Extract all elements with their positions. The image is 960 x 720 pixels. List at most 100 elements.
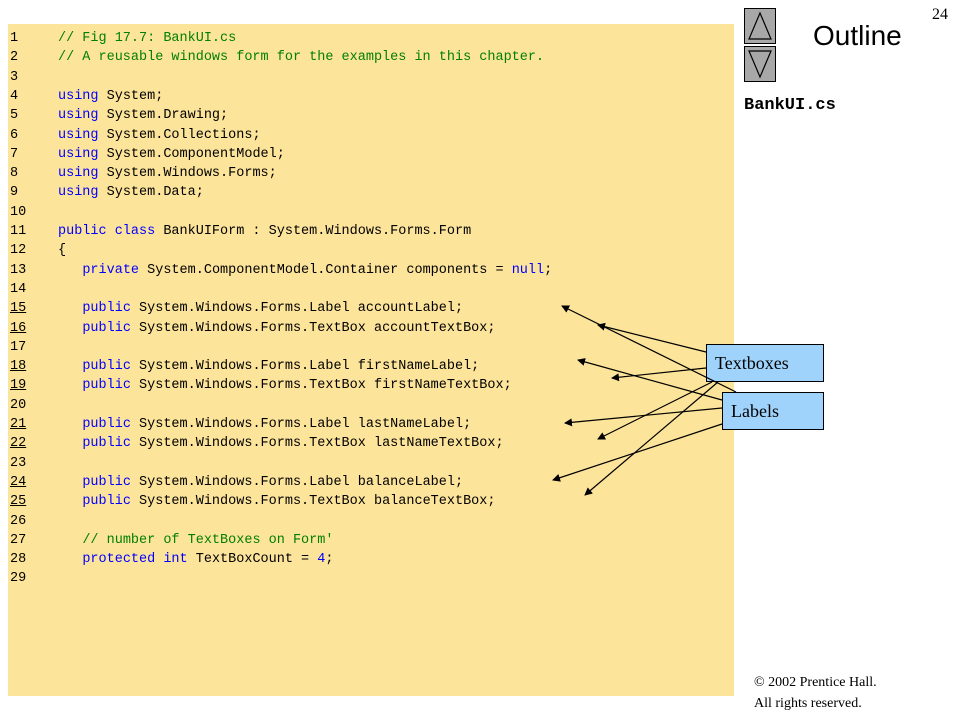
page-number: 24 xyxy=(932,6,948,23)
next-slide-button[interactable] xyxy=(744,46,776,82)
code-text: // number of TextBoxes on Form' xyxy=(58,531,333,550)
code-text: using System.Drawing; xyxy=(58,106,228,125)
line-number: 28 xyxy=(10,552,27,568)
line-number: 26 xyxy=(10,513,27,529)
line-number: 1 xyxy=(10,31,19,46)
code-keyword: using xyxy=(58,108,99,124)
code-keyword: public xyxy=(82,494,131,510)
code-text: // Fig 17.7: BankUI.cs xyxy=(58,29,236,48)
code-token: System.ComponentModel; xyxy=(98,146,285,162)
code-keyword: null xyxy=(511,262,545,278)
line-number: 6 xyxy=(10,127,19,143)
code-text: public System.Windows.Forms.Label firstN… xyxy=(58,357,479,376)
code-keyword: using xyxy=(58,185,99,201)
code-keyword: public xyxy=(82,320,131,336)
line-number: 4 xyxy=(10,88,19,104)
outline-title: Outline xyxy=(813,20,902,51)
triangle-down-icon xyxy=(748,50,772,79)
line-number-link[interactable]: 25 xyxy=(10,494,27,510)
code-text: public System.Windows.Forms.TextBox bala… xyxy=(58,492,495,511)
code-text: public System.Windows.Forms.TextBox acco… xyxy=(58,319,495,338)
code-keyword: using xyxy=(58,146,99,162)
code-token: System.Windows.Forms.Label lastNameLabel… xyxy=(130,417,472,432)
line-number: 3 xyxy=(10,69,19,85)
line-number: 5 xyxy=(10,108,19,124)
code-text: using System.Windows.Forms; xyxy=(58,164,277,183)
line-number-link[interactable]: 15 xyxy=(10,301,27,317)
line-number-link[interactable]: 24 xyxy=(10,474,27,490)
arrow-to-accountTextBox xyxy=(597,322,707,353)
code-text: using System.ComponentModel; xyxy=(58,145,285,164)
code-token: System; xyxy=(98,88,164,104)
code-keyword: public xyxy=(82,417,131,432)
code-keyword: 4 xyxy=(317,552,326,568)
line-number-link[interactable]: 22 xyxy=(10,436,27,452)
line-number: 12 xyxy=(10,243,27,259)
file-name: BankUI.cs xyxy=(744,96,836,115)
arrow-to-balanceLabel xyxy=(552,423,723,482)
line-number: 9 xyxy=(10,185,19,201)
code-text: protected int TextBoxCount = 4; xyxy=(58,550,333,569)
code-keyword: protected int xyxy=(82,552,188,568)
code-text: // A reusable windows form for the examp… xyxy=(58,48,544,67)
code-keyword: public class xyxy=(58,224,156,239)
code-token: System.Data; xyxy=(98,185,204,201)
code-keyword: using xyxy=(58,88,99,104)
arrow-to-accountLabel xyxy=(561,305,737,393)
footer: © 2002 Prentice Hall. All rights reserve… xyxy=(754,672,877,714)
code-token: System.Windows.Forms.TextBox lastNameTex… xyxy=(130,436,504,452)
line-number-link[interactable]: 19 xyxy=(10,378,27,394)
code-keyword: public xyxy=(82,359,131,375)
line-number-link[interactable]: 16 xyxy=(10,320,27,336)
code-text: using System; xyxy=(58,87,163,106)
code-token: System.Windows.Forms.TextBox balanceText… xyxy=(130,494,496,510)
code-token: ; xyxy=(544,262,553,278)
code-text: public class BankUIForm : System.Windows… xyxy=(58,222,471,241)
code-token: System.ComponentModel.Container componen… xyxy=(139,262,512,278)
code-comment: // A reusable windows form for the examp… xyxy=(58,50,545,66)
code-token: TextBoxCount = xyxy=(187,552,318,568)
code-text: using System.Data; xyxy=(58,183,204,202)
line-number: 23 xyxy=(10,455,27,471)
previous-slide-button[interactable] xyxy=(744,8,776,44)
line-number: 20 xyxy=(10,397,27,413)
line-number: 8 xyxy=(10,166,19,182)
line-number: 17 xyxy=(10,339,27,355)
arrow-to-balanceTextBox xyxy=(584,381,719,496)
code-keyword: using xyxy=(58,166,99,182)
copyright-text: © 2002 Prentice Hall. xyxy=(754,675,877,690)
code-listing-panel xyxy=(8,24,734,696)
code-text: public System.Windows.Forms.TextBox last… xyxy=(58,434,504,453)
code-keyword: public xyxy=(82,378,131,394)
code-keyword: using xyxy=(58,127,99,143)
code-token: System.Windows.Forms.Label accountLabel; xyxy=(130,301,464,317)
code-text: { xyxy=(58,241,66,260)
code-keyword: public xyxy=(82,474,131,490)
code-comment: // number of TextBoxes on Form' xyxy=(82,532,334,548)
code-token: BankUIForm : System.Windows.Forms.Form xyxy=(155,224,472,239)
code-token: ; xyxy=(325,552,334,568)
line-number-link[interactable]: 21 xyxy=(10,417,27,432)
code-token: System.Windows.Forms.Label balanceLabel; xyxy=(130,474,464,490)
code-text: private System.ComponentModel.Container … xyxy=(58,261,552,280)
code-text: using System.Collections; xyxy=(58,126,261,145)
code-text: public System.Windows.Forms.Label lastNa… xyxy=(58,415,471,434)
code-keyword: private xyxy=(82,262,140,278)
code-keyword: public xyxy=(82,436,131,452)
line-number: 27 xyxy=(10,532,27,548)
line-number: 7 xyxy=(10,146,19,162)
code-text: public System.Windows.Forms.TextBox firs… xyxy=(58,376,512,395)
line-number: 14 xyxy=(10,281,27,297)
line-number: 2 xyxy=(10,50,19,66)
line-number-link[interactable]: 18 xyxy=(10,359,27,375)
line-number: 13 xyxy=(10,262,27,278)
code-token: System.Windows.Forms.Label firstNameLabe… xyxy=(130,359,480,375)
code-token: System.Windows.Forms; xyxy=(98,166,277,182)
triangle-up-icon xyxy=(748,11,772,40)
textboxes-callout: Textboxes xyxy=(706,344,824,382)
code-token: System.Windows.Forms.TextBox firstNameTe… xyxy=(130,378,512,394)
code-token: System.Drawing; xyxy=(98,108,229,124)
rights-text: All rights reserved. xyxy=(754,696,862,711)
arrow-to-lastNameLabel xyxy=(564,407,723,427)
